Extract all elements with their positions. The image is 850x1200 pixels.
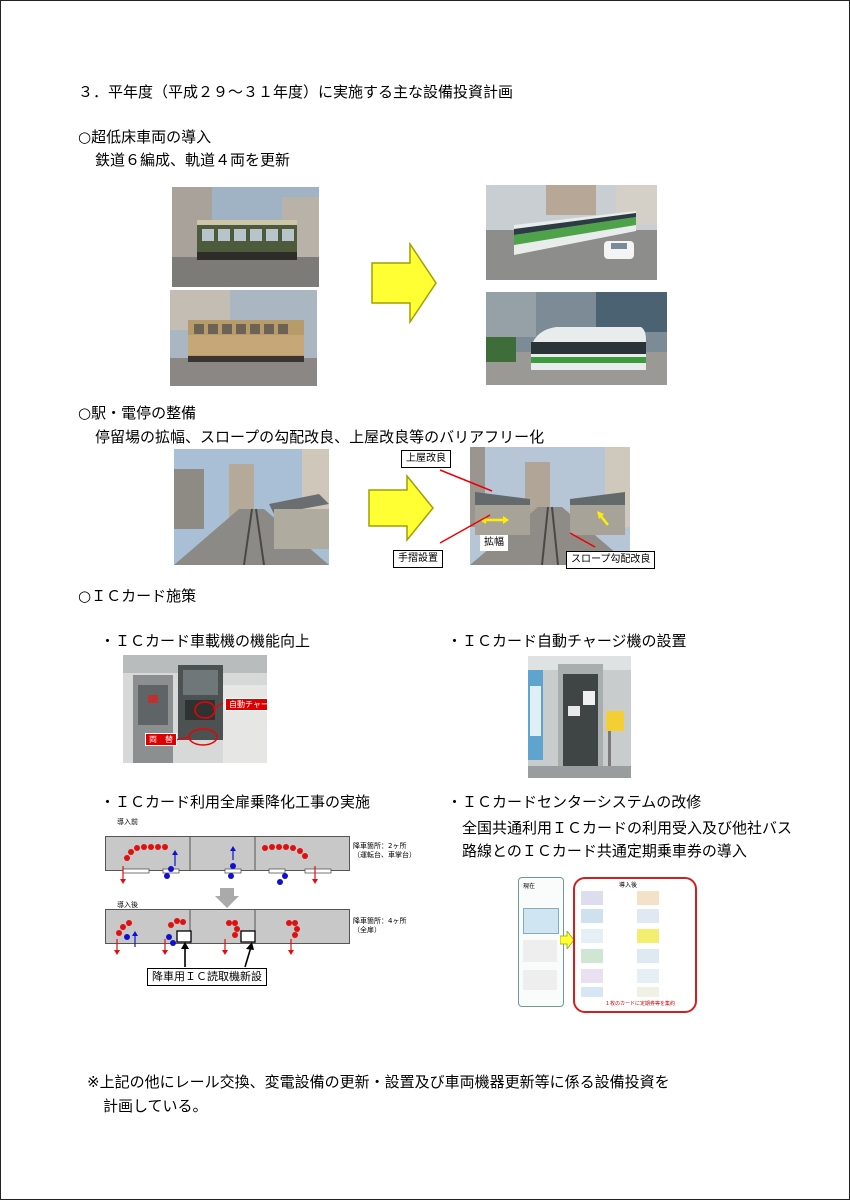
stations-desc: 停留場の拡幅、スロープの勾配改良、上屋改良等のバリアフリー化 — [95, 428, 545, 446]
doors-before-note-1: 降車箇所：2ヶ所 — [353, 842, 407, 850]
new-tram-photo-1 — [486, 185, 657, 280]
ic-reader-title: ・ＩＣカード車載機の機能向上 — [100, 632, 311, 650]
ic-title: ○ＩＣカード施策 — [78, 587, 197, 605]
doors-after-note-1: 降車箇所：4ヶ所 — [353, 917, 407, 925]
ic-center-title: ・ＩＣカードセンターシステムの改修 — [447, 793, 702, 811]
arrow-right-icon — [371, 242, 437, 324]
arrow-right-icon — [560, 931, 574, 949]
door-diagram: 導入前 降車箇所：2ヶ所 （運転台、車掌台） 導入後 — [105, 818, 425, 993]
future-card-panel: 導入後 １枚のカードに定期券等を集約 — [573, 877, 697, 1013]
ic-center-desc-1: 全国共通利用ＩＣカードの利用受入及び他社バス — [462, 819, 793, 837]
ic-charger-photo — [528, 656, 631, 778]
vehicles-desc: 鉄道６編成、軌道４両を更新 — [95, 151, 291, 169]
arrow-right-icon — [368, 474, 434, 542]
page-heading: ３．平年度（平成２９～３１年度）に実施する主な設備投資計画 — [78, 83, 514, 101]
tram-after-diagram — [105, 909, 350, 968]
ic-center-diagram: 現在 導入後 １枚のカードに定期券等を集約 — [516, 875, 698, 1013]
doors-before-label: 導入前 — [117, 818, 138, 826]
ic-reader-photo: 自動チャージ 両 替 — [123, 655, 267, 763]
future-bottom-text: １枚のカードに定期券等を集約 — [605, 1001, 676, 1007]
doors-after-label: 導入後 — [117, 901, 138, 909]
future-label: 導入後 — [619, 882, 638, 889]
label-slope: スロープ勾配改良 — [566, 551, 656, 569]
new-tram-photo-2 — [486, 292, 667, 385]
old-tram-photo-1 — [172, 187, 319, 287]
arrow-down-icon — [215, 888, 239, 908]
doors-after-note-2: （全扉） — [353, 926, 381, 934]
footer-note-line2: 計画している。 — [103, 1097, 208, 1115]
tag-auto-charge: 自動チャージ — [225, 698, 267, 711]
tag-exchange: 両 替 — [145, 733, 177, 746]
station-after-photo — [470, 447, 630, 565]
ic-charger-title: ・ＩＣカード自動チャージ機の設置 — [447, 632, 687, 650]
label-roof-improvement: 上屋改良 — [401, 450, 451, 468]
current-label: 現在 — [523, 883, 536, 890]
ic-center-desc-2: 路線とのＩＣカード共通定期乗車券の導入 — [462, 842, 747, 860]
station-annotation-lines — [439, 469, 596, 548]
station-before-photo — [174, 449, 329, 565]
old-tram-photo-2 — [170, 290, 317, 386]
ic-doors-title: ・ＩＣカード利用全扉乗降化工事の実施 — [100, 793, 371, 811]
current-card-panel: 現在 — [518, 877, 564, 1007]
footer-note-line1: ※上記の他にレール交換、変電設備の更新・設置及び車両機器更新等に係る設備投資を — [87, 1073, 670, 1091]
vehicles-title: ○超低床車両の導入 — [78, 128, 212, 146]
tram-before-diagram — [105, 836, 350, 885]
stations-title: ○駅・電停の整備 — [78, 404, 197, 422]
label-widen: 拡幅 — [480, 535, 508, 551]
label-handrail: 手摺設置 — [393, 550, 443, 568]
doors-reader-label: 降車用ＩＣ読取機新設 — [147, 968, 267, 986]
doors-before-note-2: （運転台、車掌台） — [353, 851, 416, 859]
